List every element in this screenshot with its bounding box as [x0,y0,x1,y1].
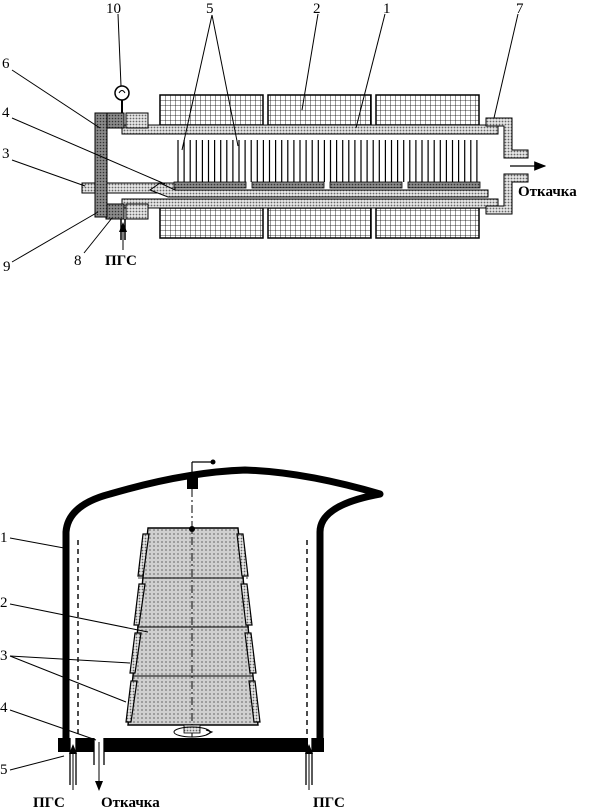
axis-top-point [189,526,195,532]
callout-2: 2 [313,1,321,17]
wafer-boat [148,182,489,198]
gas-inlet-label-top: ПГС [105,253,137,269]
callout-1: 1 [383,1,391,17]
callout-8: 8 [74,253,82,269]
callout-b2: 2 [0,595,8,611]
rotation-indicator [173,724,214,738]
leader-lines-bottom [9,537,149,771]
callout-4: 4 [2,105,10,121]
callout-6: 6 [2,56,10,72]
electrode-terminal [187,459,216,489]
pump-label-top: Откачка [518,184,577,200]
wafer-supports [173,181,481,189]
callout-b1: 1 [0,530,8,546]
heater-blocks-bottom [159,207,480,239]
bell-jar-diagram: 1 2 3 4 5 ПГС Откачка ПГС [0,459,384,811]
inlet-flange [105,112,149,220]
heater-blocks-top [159,94,480,126]
gas-inlet-label-left: ПГС [33,795,65,811]
base-plate [58,738,324,752]
callout-10: 10 [106,1,121,17]
gas-inlet-left [69,738,77,790]
susceptor-wafers [125,533,261,723]
callout-5: 5 [206,1,214,17]
pressure-gauge [114,85,130,113]
gas-inlet-pipe-top [119,219,127,250]
outlet-flange [485,117,529,215]
bell-jar [62,466,384,740]
end-cap-plate [94,112,108,218]
callout-9: 9 [3,259,11,275]
callout-b3: 3 [0,648,8,664]
callout-3: 3 [2,146,10,162]
pump-outlet [93,738,105,791]
callout-7: 7 [516,1,524,17]
pump-label-bottom: Откачка [101,795,160,811]
tube-reactor-diagram: 10 5 2 1 7 6 4 3 9 8 ПГС Откачка [2,1,577,275]
gas-inlet-right [305,738,313,790]
callout-b4: 4 [0,700,8,716]
wafers [177,140,478,182]
callout-b5: 5 [0,762,8,778]
leader-lines-top [11,13,519,263]
gas-inlet-label-right: ПГС [313,795,345,811]
